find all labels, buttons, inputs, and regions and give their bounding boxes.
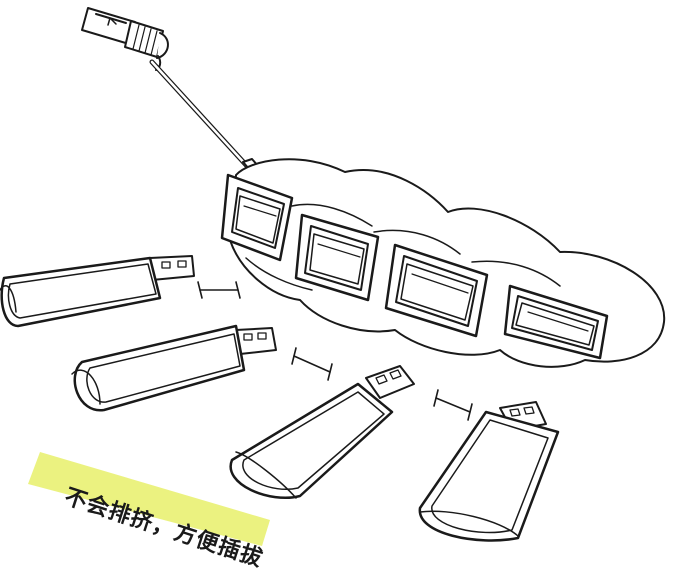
spacing-dimension-icon-1 [197, 281, 241, 299]
usb-drive-3 [229, 365, 415, 499]
usb-hub-illustration [0, 7, 666, 546]
usb-port-2 [294, 213, 380, 302]
spacing-dimension-icon-2 [291, 347, 333, 381]
usb-drive-1 [0, 255, 195, 328]
usb-port-4 [503, 284, 609, 360]
usb-plug-icon [81, 7, 169, 71]
usb-drive-4 [418, 401, 560, 542]
usb-port-1 [220, 173, 294, 262]
spacing-dimension-icon-3 [433, 389, 473, 421]
caption-highlight [28, 452, 270, 546]
usb-port-3 [384, 243, 489, 338]
usb-drive-2 [71, 324, 277, 412]
hub-cable [149, 59, 259, 171]
